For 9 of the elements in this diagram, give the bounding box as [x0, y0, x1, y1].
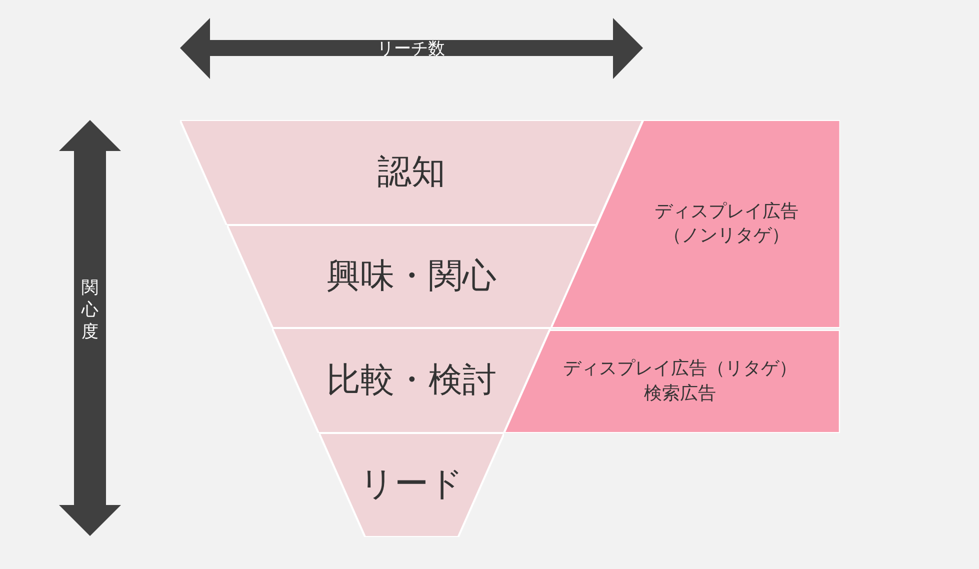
ad-type-label: ディスプレイ広告（リタゲ） [562, 357, 797, 382]
axis-label: リーチ数 [377, 38, 445, 60]
stage-label: 比較・検討 [326, 358, 496, 402]
ad-type-label: ディスプレイ広告（ノンリタゲ） [653, 200, 800, 248]
axis-label: 関心度 [81, 276, 99, 344]
ad-type-label: 検索広告 [644, 382, 716, 406]
stage-label: 興味・関心 [326, 254, 496, 298]
stage-label: リード [359, 463, 464, 506]
stage-label: 認知 [378, 150, 446, 194]
